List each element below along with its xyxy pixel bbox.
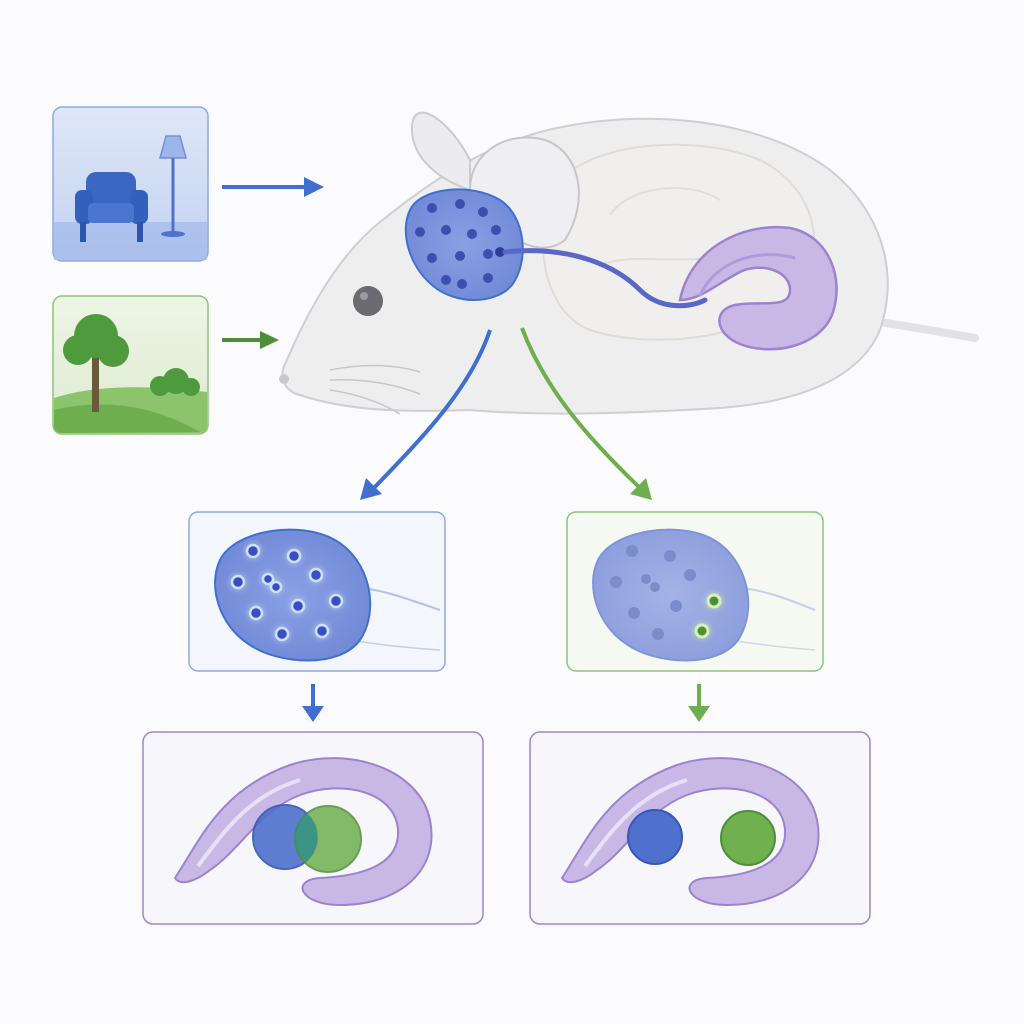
outdoor-hippocampus-panel xyxy=(529,731,871,925)
outdoor-scene-thumbnail xyxy=(52,295,209,435)
mossy-fiber-pathway xyxy=(502,248,708,309)
mouse-nose xyxy=(279,374,289,384)
tree-icon xyxy=(63,314,129,412)
outdoor-downstream-arrow xyxy=(520,327,652,500)
armchair-icon xyxy=(75,172,148,242)
indoor-downstream-arrow xyxy=(360,329,492,500)
indoor-ensemble-b xyxy=(294,805,362,873)
indoor-small-arrow xyxy=(302,684,324,722)
indoor-hippocampus-panel xyxy=(142,731,484,925)
outdoor-small-arrow xyxy=(688,684,710,722)
outdoor-dentate-panel xyxy=(566,511,824,672)
outdoor-ensemble-b xyxy=(720,810,776,866)
indoor-dentate-panel xyxy=(188,511,446,672)
indoor-scene-thumbnail xyxy=(52,106,209,262)
whiskers xyxy=(329,364,421,415)
indoor-input-arrow xyxy=(222,177,324,197)
outdoor-input-arrow xyxy=(222,331,279,349)
floor-lamp-icon xyxy=(159,135,187,237)
mouse-dentate-gyrus xyxy=(404,188,524,301)
mouse-eye xyxy=(353,286,383,316)
mouse-tail xyxy=(876,318,979,342)
mouse-hippocampus xyxy=(678,225,838,351)
outdoor-ensemble-a xyxy=(627,809,683,865)
mouse-illustration xyxy=(279,111,979,415)
bush-icon xyxy=(150,368,200,396)
